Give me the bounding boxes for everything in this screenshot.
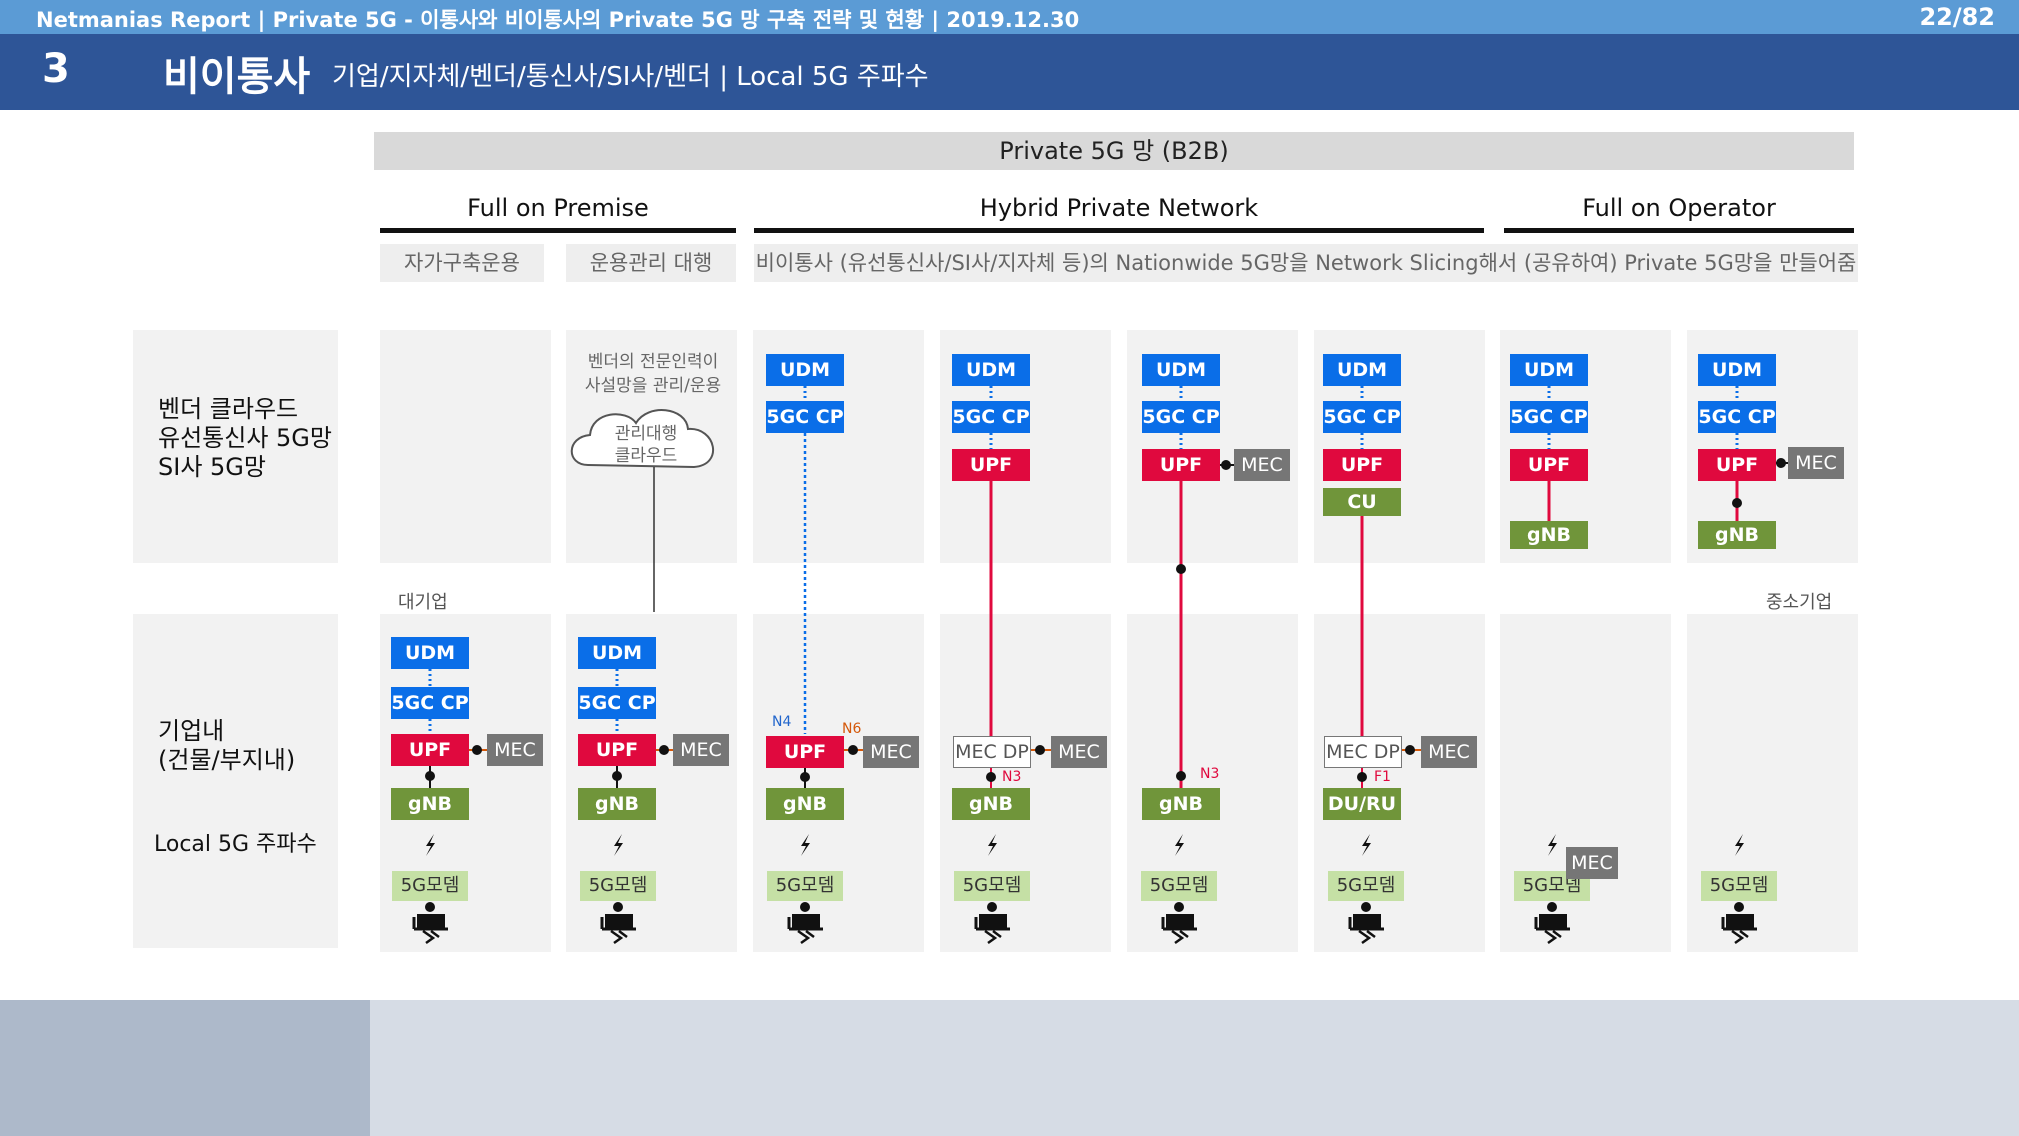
mec-box-col2: MEC [673,734,729,766]
column-7-enterprise-panel [1500,614,1671,952]
cloud-label-line2: 클라우드 [614,446,678,466]
column-6-enterprise-panel [1314,614,1485,952]
cloud-label-line1: 관리대행 [614,424,678,444]
gnb-box-col3: gNB [766,788,844,820]
udm-box-col1: UDM [391,637,469,669]
note-slicing: 비이통사 (유선통신사/SI사/지자체 등)의 Nationwide 5G망을 … [754,244,1858,282]
row-label-enterprise: 기업내 [158,717,225,745]
gnb-box-col7: gNB [1510,521,1588,549]
upf-box-col1: UPF [391,734,469,766]
udm-box-col5: UDM [1142,354,1220,386]
upf-box-col7: UPF [1510,449,1588,481]
row-label-panel-enterprise [133,614,338,948]
mecdp-box-col6: MEC DP [1324,736,1402,768]
cp-box-col4: 5GC CP [952,401,1030,433]
upf-box-col8: UPF [1698,449,1776,481]
label-f1: F1 [1374,769,1391,785]
mec-box-col3: MEC [863,736,919,768]
category-full-on-premise: Full on Premise [380,192,736,233]
upf-box-col5: UPF [1142,449,1220,481]
mec-box-col7: MEC [1566,847,1618,879]
column-5-enterprise-panel [1127,614,1298,952]
mec-box-col6: MEC [1421,736,1477,768]
udm-box-col6: UDM [1323,354,1401,386]
modem-box-col8: 5G모뎀 [1701,871,1777,901]
udm-box-col8: UDM [1698,354,1776,386]
udm-box-col4: UDM [952,354,1030,386]
cp-box-col6: 5GC CP [1323,401,1401,433]
row-label-enterprise-sub: (건물/부지내) [158,746,296,774]
report-title: Netmanias Report | Private 5G - 이통사와 비이통… [36,8,1080,32]
label-n3-col4: N3 [1002,769,1022,785]
upf-box-col2: UPF [578,734,656,766]
note-self-operated: 자가구축운용 [380,244,544,282]
mec-box-col5: MEC [1234,449,1290,481]
row-label-panel-cloud [133,330,338,563]
cloud-note-line2: 사설망을 관리/운용 [584,376,722,396]
mec-box-col4: MEC [1051,736,1107,768]
upf-box-col4: UPF [952,449,1030,481]
modem-box-col1: 5G모뎀 [392,871,468,901]
cp-box-col2: 5GC CP [578,687,656,719]
row-label-wired-carrier: 유선통신사 5G망 [158,424,332,452]
section-subtitle: 기업/지자체/벤더/통신사/SI사/벤더 | Local 5G 주파수 [332,62,929,92]
mec-box-col1: MEC [487,734,543,766]
duru-box-col6: DU/RU [1323,788,1401,820]
page-number: 22/82 [1919,3,1995,31]
udm-box-col7: UDM [1510,354,1588,386]
udm-box-col3: UDM [766,354,844,386]
top-bar: Netmanias Report | Private 5G - 이통사와 비이통… [0,0,2019,34]
gnb-box-col5: gNB [1142,788,1220,820]
footer-left [0,1000,370,1136]
section-number: 3 [42,46,70,92]
cp-box-col7: 5GC CP [1510,401,1588,433]
row-label-vendor-cloud: 벤더 클라우드 [158,395,299,423]
title-bar: 3 비이통사 기업/지자체/벤더/통신사/SI사/벤더 | Local 5G 주… [0,34,2019,110]
modem-box-col4: 5G모뎀 [954,871,1030,901]
modem-box-col5: 5G모뎀 [1141,871,1217,901]
cp-box-col3: 5GC CP [766,401,844,433]
cp-box-col1: 5GC CP [391,687,469,719]
gnb-box-col4: gNB [952,788,1030,820]
udm-box-col2: UDM [578,637,656,669]
label-small-enterprise: 중소기업 [1766,592,1833,613]
row-label-local-spectrum: Local 5G 주파수 [154,832,317,857]
modem-box-col2: 5G모뎀 [580,871,656,901]
mecdp-box-col4: MEC DP [953,736,1031,768]
modem-box-col6: 5G모뎀 [1328,871,1404,901]
gnb-box-col1: gNB [391,788,469,820]
gnb-box-col2: gNB [578,788,656,820]
footer-right [370,1000,2019,1136]
cloud-note-line1: 벤더의 전문인력이 [587,352,719,372]
cp-box-col5: 5GC CP [1142,401,1220,433]
label-n6: N6 [842,721,862,737]
label-n3-col5: N3 [1200,766,1220,782]
category-full-on-operator: Full on Operator [1504,192,1854,233]
gnb-box-col8: gNB [1698,521,1776,549]
column-4-enterprise-panel [940,614,1111,952]
row-label-si: SI사 5G망 [158,453,266,481]
label-large-enterprise: 대기업 [398,592,448,613]
note-managed: 운용관리 대행 [566,244,736,282]
category-hybrid: Hybrid Private Network [754,192,1484,233]
mec-box-col8: MEC [1788,447,1844,479]
section-title: 비이통사 [163,54,311,100]
column-3-enterprise-panel [753,614,924,952]
cp-box-col8: 5GC CP [1698,401,1776,433]
dot-col5-a [1176,564,1186,574]
cu-box-col6: CU [1323,488,1401,516]
upf-box-col6: UPF [1323,449,1401,481]
upf-box-col3: UPF [766,736,844,768]
column-1-cloud-panel [380,330,551,563]
column-8-enterprise-panel [1687,614,1858,952]
b2b-title: Private 5G 망 (B2B) [374,132,1854,170]
modem-box-col3: 5G모뎀 [767,871,843,901]
label-n4: N4 [772,714,792,730]
